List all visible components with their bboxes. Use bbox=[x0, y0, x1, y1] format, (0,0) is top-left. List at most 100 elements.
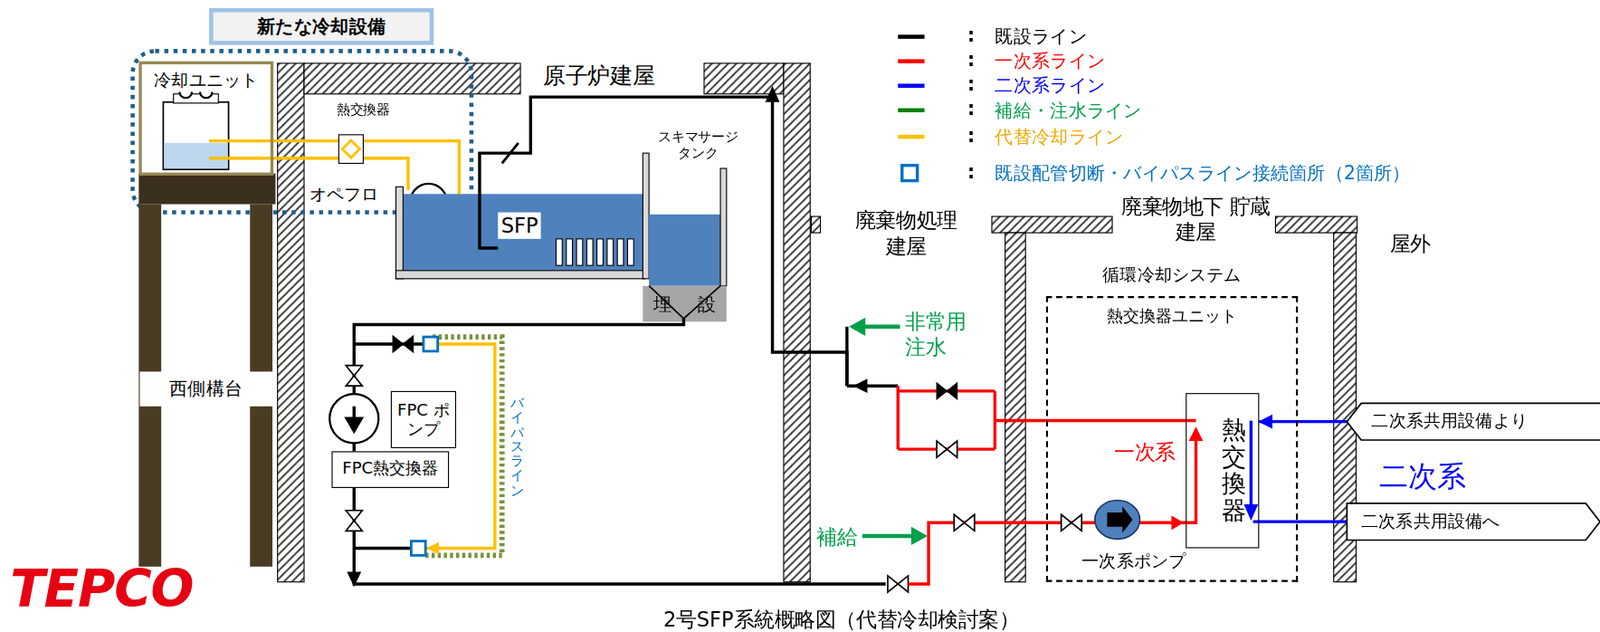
part-label: 非常用 注水 bbox=[904, 309, 971, 361]
legend-colon: : bbox=[967, 97, 975, 120]
heat-exchanger-icon bbox=[338, 134, 363, 164]
part-label: オペフロ bbox=[309, 182, 380, 207]
node-text: FPC ポンプ bbox=[397, 400, 451, 439]
valve-symbol bbox=[936, 382, 958, 400]
cut-point bbox=[410, 541, 426, 556]
part-label: 埋 bbox=[653, 291, 672, 316]
pool-wall bbox=[642, 152, 649, 279]
group-region: 循環冷却システム熱交換器ユニット熱交換器 bbox=[1046, 295, 1298, 582]
secondary-line bbox=[1249, 420, 1253, 509]
figure-caption: 2号SFP系統概略図（代替冷却検討案） bbox=[663, 606, 1020, 632]
part-label: スキマサージ タンク bbox=[653, 128, 743, 162]
part-label: 廃棄物処理 建屋 bbox=[842, 208, 970, 259]
part-label: 補給 bbox=[816, 523, 858, 551]
arrow-head bbox=[1171, 514, 1184, 530]
cut-point bbox=[423, 336, 439, 352]
legend-text: 一次系ライン bbox=[994, 48, 1105, 74]
arrow-head bbox=[1189, 426, 1204, 441]
pool-wall bbox=[395, 270, 645, 279]
legend-text: 既設ライン bbox=[994, 24, 1086, 49]
part-label: 原子炉建屋 bbox=[538, 58, 659, 94]
node-text: 熱交換器 bbox=[1221, 416, 1247, 524]
part-label: 屋外 bbox=[1390, 230, 1431, 258]
legend-text: 二次系ライン bbox=[994, 73, 1105, 98]
legend-swatch bbox=[897, 34, 924, 39]
node-text: 循環冷却システム bbox=[1047, 263, 1296, 287]
node-text: 冷却ユニット bbox=[152, 68, 261, 93]
arrow-box: 二次系共用設備より bbox=[1346, 402, 1600, 440]
spent-fuel-pool bbox=[402, 193, 645, 271]
arrow-head bbox=[346, 571, 362, 587]
process-box: FPC ポンプ bbox=[390, 390, 457, 448]
legend-swatch bbox=[897, 134, 924, 140]
part-label: 一次系 bbox=[1114, 438, 1176, 467]
heat-exchanger-icon bbox=[342, 140, 360, 158]
legend-swatch bbox=[897, 83, 924, 88]
heat-exchanger-box: 熱交換器 bbox=[1185, 392, 1259, 548]
legend-colon: : bbox=[967, 161, 975, 183]
part-label: 設 bbox=[697, 291, 716, 316]
legend-text: 既設配管切断・バイパスライン接続箇所（2箇所） bbox=[994, 161, 1410, 186]
valve-symbol bbox=[953, 514, 975, 531]
secondary-connector bbox=[1258, 419, 1347, 423]
legend-colon: : bbox=[967, 24, 975, 47]
process-box: FPC熱交換器 bbox=[331, 450, 449, 488]
part-label: 一次系ポンプ bbox=[1081, 549, 1186, 573]
valve-symbol bbox=[345, 510, 362, 532]
part-label: バイパスライン bbox=[510, 395, 524, 498]
buried-section bbox=[642, 285, 726, 322]
valve-symbol bbox=[936, 440, 958, 458]
platform-deck bbox=[138, 173, 276, 205]
pool-wall bbox=[395, 186, 403, 278]
part-label: SFP bbox=[497, 212, 542, 239]
pump-symbol bbox=[1095, 499, 1141, 539]
valve-symbol bbox=[1061, 514, 1083, 531]
node-text: 新たな冷却設備 bbox=[257, 14, 386, 39]
arrow-head bbox=[765, 85, 781, 103]
part-label: TEPCO bbox=[9, 559, 193, 619]
arrow-box-outline bbox=[1346, 402, 1600, 440]
legend-text: 補給・注水ライン bbox=[994, 97, 1142, 123]
legend-swatch bbox=[897, 108, 924, 114]
label-box: 西側構台 bbox=[139, 371, 273, 406]
arrow-box-outline bbox=[1346, 503, 1600, 541]
makeup-line bbox=[862, 533, 914, 539]
arrow-head bbox=[853, 378, 868, 393]
tank-wall bbox=[720, 168, 727, 286]
legend-text: 代替冷却ライン bbox=[994, 124, 1124, 150]
tank-bottom bbox=[648, 285, 721, 319]
node-text: 二次系共用設備へ bbox=[1361, 509, 1500, 534]
legend-colon: : bbox=[967, 124, 975, 147]
node-text: 熱交換器ユニット bbox=[1106, 305, 1238, 328]
pump-symbol bbox=[1106, 505, 1133, 533]
valve-symbol bbox=[887, 575, 909, 592]
node-text: 二次系共用設備より bbox=[1371, 409, 1528, 434]
arrow-head bbox=[1243, 504, 1258, 521]
valve-symbol bbox=[392, 335, 414, 353]
fuel-racks bbox=[556, 238, 635, 266]
valve-symbol bbox=[345, 365, 362, 387]
unit-box: 冷却ユニット bbox=[138, 61, 274, 176]
legend-colon: : bbox=[967, 73, 975, 96]
arrow-head bbox=[848, 317, 866, 336]
node-text: FPC熱交換器 bbox=[342, 458, 439, 481]
part-label: 熱交換器 bbox=[336, 101, 391, 120]
existing-line bbox=[353, 96, 898, 584]
legend-square bbox=[902, 165, 918, 181]
arrow-box: 二次系共用設備へ bbox=[1346, 503, 1600, 541]
legend-swatch bbox=[897, 58, 924, 64]
injection-line bbox=[862, 324, 901, 330]
part-label: 廃棄物地下 貯蔵建屋 bbox=[1116, 193, 1277, 245]
arrow-head bbox=[911, 526, 928, 545]
node-text: 西側構台 bbox=[169, 376, 243, 401]
skimmer-tank bbox=[648, 214, 721, 286]
pump-symbol bbox=[346, 406, 362, 431]
check-valve bbox=[502, 142, 519, 164]
legend-colon: : bbox=[967, 48, 975, 71]
pump-symbol bbox=[329, 393, 379, 443]
arrow-head bbox=[426, 542, 439, 555]
secondary-connector bbox=[1253, 519, 1348, 523]
part-label: 二次系 bbox=[1379, 457, 1466, 496]
title-box: 新たな冷却設備 bbox=[209, 8, 434, 46]
